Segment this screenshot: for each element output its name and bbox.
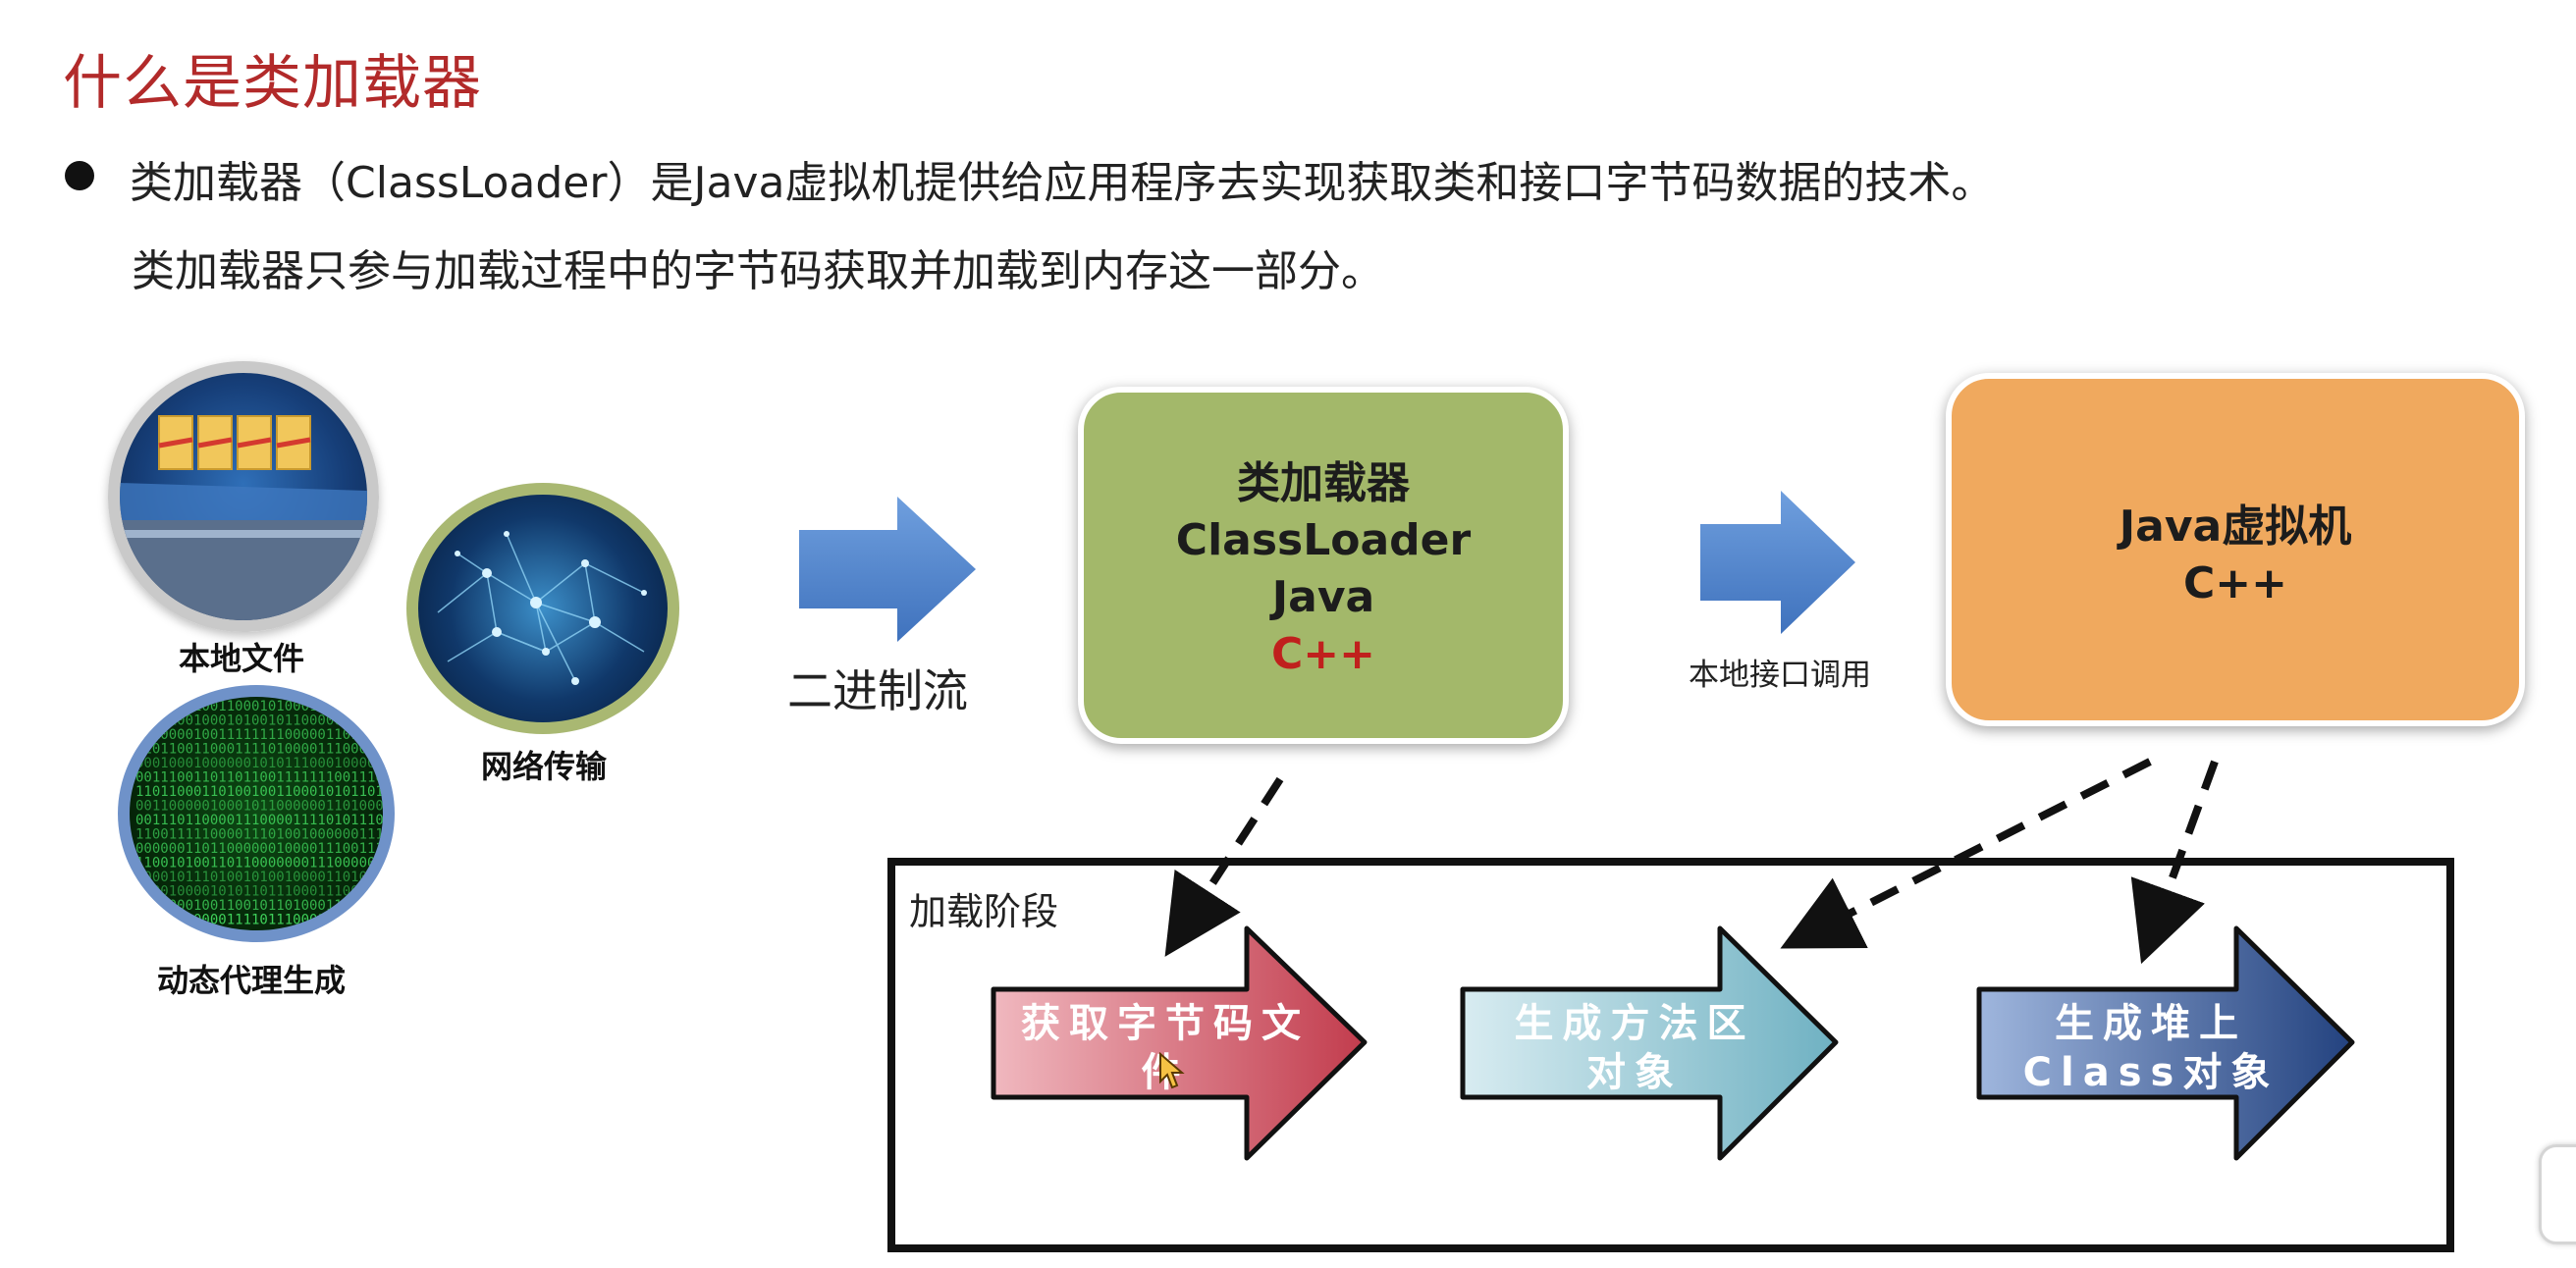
- bullet-dot: [65, 161, 94, 190]
- binary-stream-arrow: [799, 497, 976, 642]
- svg-text:001000010011111111000001101001: 001000010011111111000001101001: [135, 727, 383, 743]
- local-file-label: 本地文件: [179, 640, 305, 677]
- classloader-box-line-1: 类加载器: [1237, 458, 1410, 508]
- jvm-to-step2-connector: [1780, 758, 2152, 949]
- svg-text:101000010011001011010001110000: 101000010011001011010001110000: [135, 898, 383, 914]
- svg-text:000100010000001010111000100000: 000100010000001010111000100000: [135, 756, 383, 771]
- network-icon: [437, 531, 647, 685]
- step3-text: 生成堆上 Class对象: [1989, 999, 2313, 1097]
- step2-arrow: [1460, 925, 1839, 1161]
- jvm-box-line-2: C++: [2182, 558, 2288, 608]
- binary-stream-label: 二进制流: [787, 664, 968, 717]
- step1-text-line-1: 获取字节码文: [1021, 1001, 1310, 1046]
- step2-text-line-2: 对象: [1586, 1050, 1683, 1095]
- classloader-box: 类加载器 ClassLoader Java C++: [1078, 387, 1569, 744]
- svg-text:001110011011011001111111001110: 001110011011011001111111001110: [135, 770, 383, 786]
- svg-text:110010100110110000000111000000: 110010100110110000000111000000: [135, 856, 383, 872]
- jvm-box: Java虚拟机 C++: [1946, 373, 2525, 726]
- svg-text:000010000101011011100011100101: 000010000101011011100011100101: [135, 884, 383, 900]
- classloader-to-step1-connector: [1164, 776, 1284, 957]
- binary-code-icon: 1000101100110001010001100100110100100100…: [135, 699, 383, 928]
- body-text-line-1: 类加载器（ClassLoader）是Java虚拟机提供给应用程序去实现获取类和接…: [130, 158, 1995, 208]
- jvm-box-line-1: Java虚拟机: [2119, 502, 2352, 552]
- slide-title: 什么是类加载器: [63, 49, 482, 118]
- step3-text-line-2: Class对象: [2022, 1050, 2280, 1095]
- svg-text:010110011000111101000011100000: 010110011000111101000011100000: [135, 742, 383, 758]
- classloader-box-line-3: Java: [1271, 572, 1375, 622]
- step1-arrow: [991, 925, 1368, 1161]
- network-label: 网络传输: [481, 748, 608, 785]
- native-call-arrow: [1700, 491, 1855, 634]
- step2-text-line-1: 生成方法区: [1514, 1001, 1755, 1046]
- native-call-label: 本地接口调用: [1689, 658, 1871, 693]
- svg-text:110110001101001001100010101101: 110110001101001001100010101101: [135, 784, 383, 800]
- dynamic-proxy-label: 动态代理生成: [157, 962, 347, 999]
- side-widget-button[interactable]: [2539, 1144, 2576, 1244]
- step2-text: 生成方法区 对象: [1473, 999, 1797, 1097]
- svg-text:001100000100010110000001101000: 001100000100010110000001101000: [135, 799, 383, 815]
- step3-arrow: [1976, 925, 2355, 1161]
- body-text-line-2: 类加载器只参与加载过程中的字节码获取并加载到内存这一部分。: [132, 246, 1384, 296]
- mouse-cursor-icon: [1159, 1052, 1185, 1089]
- classloader-box-line-4: C++: [1270, 629, 1376, 679]
- svg-text:010010010001010010110000001110: 010010010001010010110000001110: [135, 713, 383, 729]
- svg-text:001110110000111000011110101110: 001110110000111000011110101110: [135, 813, 383, 828]
- jvm-to-step3-connector: [2130, 760, 2219, 965]
- local-file-image: [108, 361, 379, 632]
- svg-text:000000110110000001000011100111: 000000110110000001000011100111: [135, 841, 383, 857]
- classloader-box-line-2: ClassLoader: [1175, 515, 1472, 565]
- svg-text:000010111010010100100001101001: 000010111010010100100001101001: [135, 870, 383, 885]
- step3-text-line-1: 生成堆上: [2055, 1001, 2247, 1046]
- svg-text:110011111000011101001000000111: 110011111000011101001000000111: [135, 827, 383, 843]
- loading-stage-label: 加载阶段: [909, 890, 1059, 933]
